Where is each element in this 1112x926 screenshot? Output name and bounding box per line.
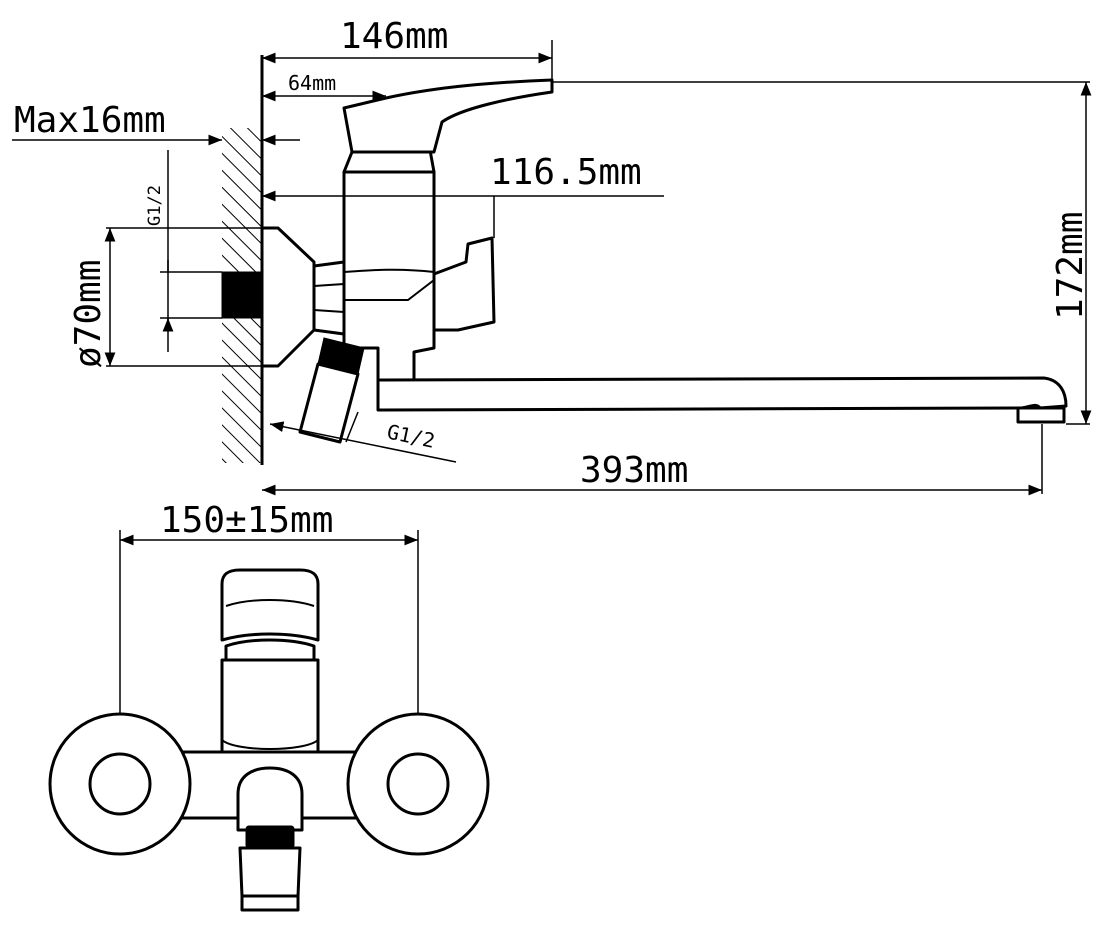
diverter-knob (432, 236, 496, 332)
dim-g12-bottom-label: G1/2 (385, 419, 437, 452)
dim-g12-bottom-ext (345, 411, 359, 443)
body-lower-curve (343, 268, 435, 301)
front-spout (236, 766, 304, 832)
wall-flange (260, 226, 316, 368)
side-view: 146mm 64mm Max16mm 116.5mm G1/2 ø70mm 17… (12, 16, 1092, 496)
wall-inlet-thread (221, 271, 263, 319)
dim-max16-label: Max16mm (14, 100, 166, 141)
dim-70-label: ø70mm (68, 260, 109, 368)
hex-nut-edge-1 (313, 283, 345, 287)
spout-aerator (1016, 406, 1066, 424)
dim-g12-top-label: G1/2 (145, 185, 165, 226)
front-body-base (221, 739, 319, 750)
front-aerator (245, 825, 295, 849)
spout (376, 376, 1068, 412)
front-handle (220, 568, 320, 642)
front-body-column (220, 658, 320, 754)
left-inlet (88, 752, 152, 816)
bottom-inlet-pipe (298, 362, 360, 444)
dim-1165-label: 116.5mm (490, 152, 642, 193)
front-cap (224, 638, 316, 662)
front-handle-curve (225, 599, 315, 607)
front-outlet-tip (240, 894, 300, 912)
front-outlet (238, 846, 302, 898)
dim-393-label: 393mm (580, 450, 688, 491)
hex-nut (312, 260, 346, 336)
dim-g12-bottom-line (269, 421, 457, 463)
dim-150-label: 150±15mm (160, 500, 333, 541)
hex-nut-edge-2 (313, 309, 345, 313)
front-view: 150±15mm (48, 500, 490, 912)
dim-64-label: 64mm (288, 71, 336, 95)
dim-172-label: 172mm (1050, 212, 1091, 320)
handle-lever (342, 78, 554, 154)
dim-146-label: 146mm (340, 16, 448, 57)
right-inlet (386, 752, 450, 816)
